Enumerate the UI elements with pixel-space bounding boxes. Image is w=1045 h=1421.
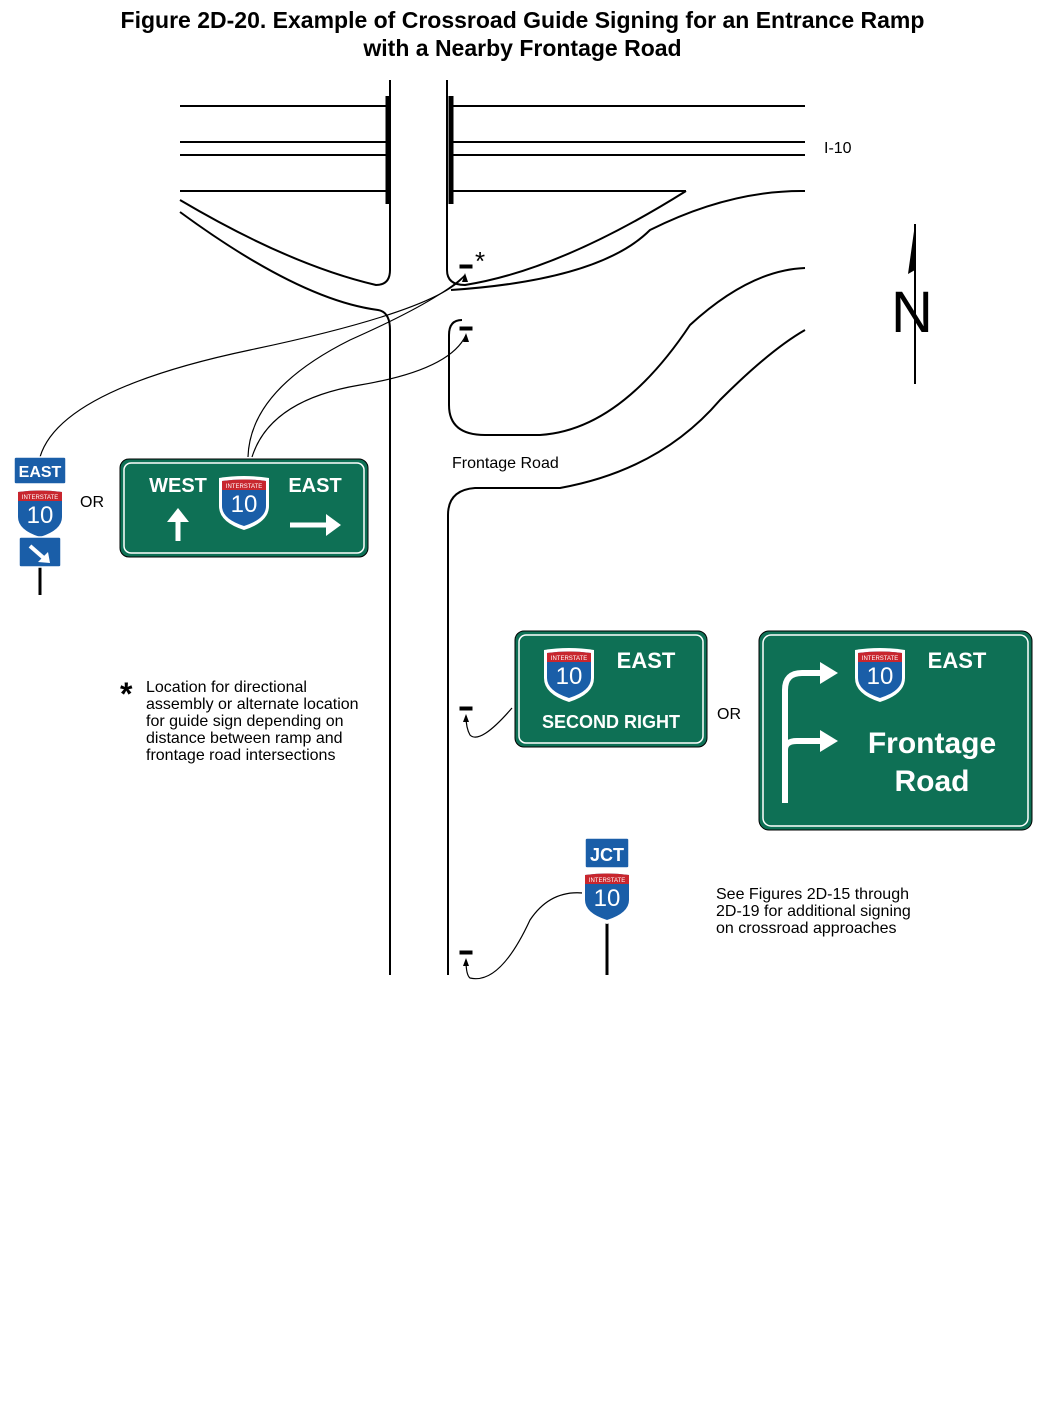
freeway-i10 [180, 105, 805, 192]
leader-arrowheads [462, 273, 469, 966]
guide-sign-west-east: WEST EAST INTERSTATE 10 [119, 458, 369, 558]
advance-route-number: 10 [556, 663, 583, 690]
see-line-2: 2D-19 for additional signing [716, 903, 911, 920]
jct-text: JCT [590, 845, 624, 865]
advance-direction-text: EAST [617, 648, 676, 673]
diagrammatic-guide-sign: INTERSTATE 10 EAST Frontage Road [758, 630, 1033, 831]
figure-title: Figure 2D-20. Example of Crossroad Guide… [0, 6, 1045, 62]
assembly-route-number: 10 [27, 502, 54, 529]
diagrammatic-line-2: Road [895, 765, 970, 798]
diagrammatic-direction-text: EAST [928, 648, 987, 673]
sign-location-markers: * [459, 246, 485, 955]
assembly-cardinal-text: EAST [19, 464, 62, 481]
diagrammatic-line-1: Frontage [868, 727, 996, 760]
interstate-shield-icon: INTERSTATE 10 [219, 476, 269, 530]
title-line-2: with a Nearby Frontage Road [363, 35, 682, 61]
asterisk-marker: * [475, 246, 485, 276]
or-label-left: OR [80, 494, 104, 511]
directional-assembly-east: EAST INTERSTATE 10 [13, 456, 67, 595]
svg-text:INTERSTATE: INTERSTATE [226, 484, 262, 490]
freeway-label: I-10 [824, 140, 852, 157]
west-text: WEST [149, 475, 207, 497]
see-line-3: on crossroad approaches [716, 920, 897, 937]
north-arrow: N [891, 224, 933, 384]
title-line-1: Figure 2D-20. Example of Crossroad Guide… [120, 7, 925, 33]
interstate-shield-icon: INTERSTATE 10 [855, 648, 905, 702]
east-text: EAST [288, 475, 341, 497]
diagrammatic-route-number: 10 [867, 663, 894, 690]
interstate-shield-icon: INTERSTATE 10 [544, 648, 594, 702]
north-label: N [891, 280, 933, 345]
svg-text:INTERSTATE: INTERSTATE [589, 878, 625, 884]
lower-arrowhead-icon [820, 730, 838, 752]
interstate-shield-icon: INTERSTATE 10 [15, 487, 65, 541]
svg-text:INTERSTATE: INTERSTATE [551, 656, 587, 662]
bridge-rails [385, 96, 454, 204]
note-line-5: frontage road intersections [146, 747, 335, 764]
svg-text:INTERSTATE: INTERSTATE [22, 495, 58, 501]
note-line-1: Location for directional [146, 679, 307, 696]
asterisk-note-marker: * [120, 676, 133, 712]
frontage-road-label: Frontage Road [452, 455, 559, 472]
see-line-1: See Figures 2D-15 through [716, 886, 909, 903]
asterisk-note: * Location for directional assembly or a… [120, 676, 359, 764]
note-line-2: assembly or alternate location [146, 696, 359, 713]
advance-guide-sign-second-right: INTERSTATE 10 EAST SECOND RIGHT [514, 630, 708, 748]
svg-text:INTERSTATE: INTERSTATE [862, 656, 898, 662]
up-arrow-icon [167, 508, 189, 541]
crossroad-and-ramps [179, 80, 806, 975]
jct-route-number: 10 [594, 885, 621, 912]
advance-bottom-text: SECOND RIGHT [542, 712, 680, 732]
upper-arrowhead-icon [820, 662, 838, 684]
note-line-3: for guide sign depending on [146, 713, 344, 730]
note-line-4: distance between ramp and [146, 730, 343, 747]
down-right-arrow-icon [28, 544, 50, 563]
interstate-shield-icon: INTERSTATE 10 [582, 870, 632, 924]
guide-route-number: 10 [231, 491, 258, 518]
leader-lines [39, 274, 584, 980]
or-label-right: OR [717, 706, 741, 723]
right-arrow-icon [290, 514, 341, 536]
junction-assembly: JCT INTERSTATE 10 [582, 837, 632, 975]
see-figures-note: See Figures 2D-15 through 2D-19 for addi… [716, 886, 911, 937]
diagrammatic-arrow-icon [782, 670, 822, 803]
